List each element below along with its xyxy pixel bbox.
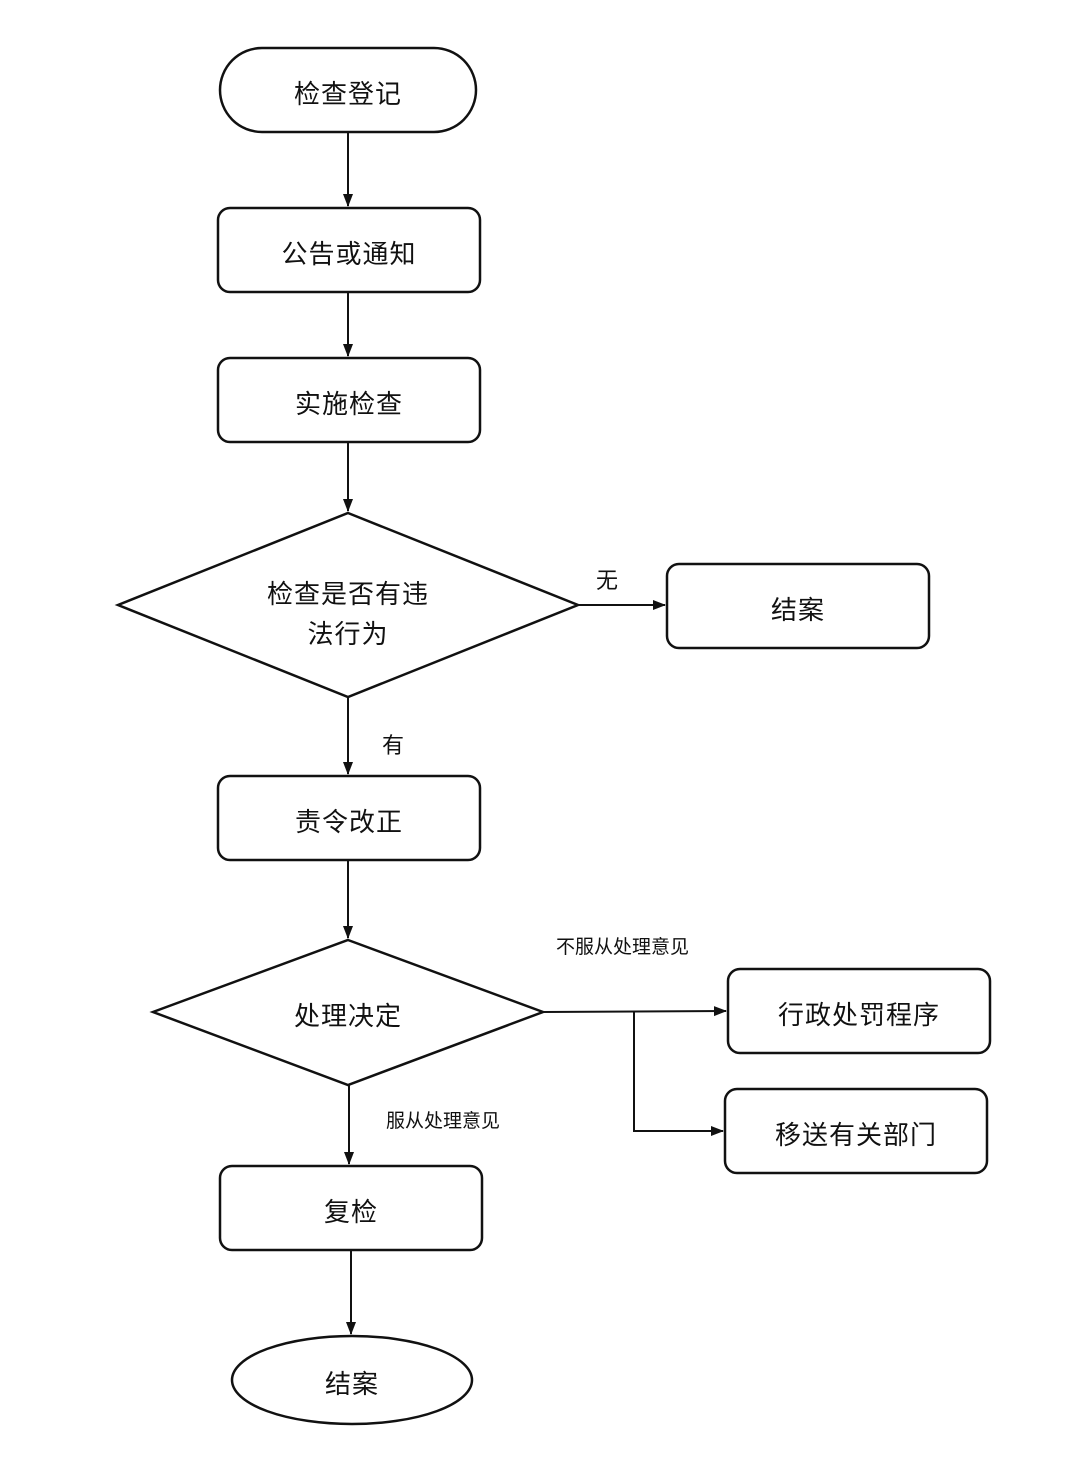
close-case-right-shape — [665, 562, 931, 650]
comply-edge-label: 服从处理意见 — [386, 1110, 501, 1132]
transfer-department-node-shape — [723, 1087, 989, 1175]
notice-node-label: 公告或通知 — [281, 240, 417, 270]
recheck-label: 复检 — [323, 1198, 378, 1228]
admin-penalty-node-shape — [726, 967, 992, 1055]
start-node-label: 检查登记 — [293, 80, 402, 110]
not-comply-edge-label: 不服从处理意见 — [556, 936, 690, 958]
end-node-shape — [230, 1334, 474, 1426]
close-case-right-label: 结案 — [770, 596, 825, 626]
handling-decision-label: 处理决定 — [293, 1002, 402, 1032]
edge-handling-to-penalty — [542, 1006, 727, 1017]
violation-decision-label-line1: 检查是否有违 — [266, 580, 429, 610]
transfer-department-label: 移送有关部门 — [774, 1121, 937, 1151]
violation-decision-label-line2: 法行为 — [307, 620, 389, 650]
order-correction-label: 责令改正 — [294, 808, 403, 838]
has-violation-edge-label: 有 — [382, 734, 405, 759]
end-node-label: 结案 — [324, 1370, 379, 1400]
no-violation-edge-label: 无 — [596, 569, 619, 594]
inspect-node-label: 实施检查 — [294, 390, 403, 420]
admin-penalty-label: 行政处罚程序 — [777, 1001, 940, 1031]
edge-handling-to-transfer — [633, 1012, 724, 1136]
